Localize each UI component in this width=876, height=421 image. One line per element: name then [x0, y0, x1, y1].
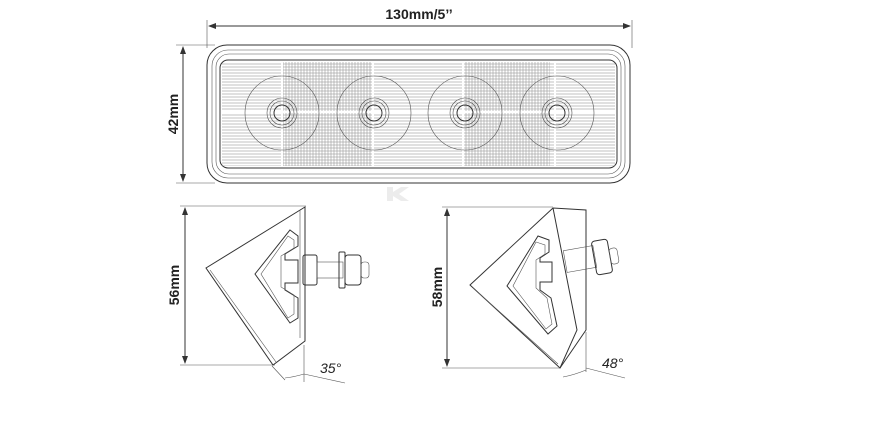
height-label: 42mm — [165, 94, 181, 134]
watermark-logo — [387, 187, 409, 201]
led-3 — [427, 75, 503, 151]
led-2 — [336, 75, 412, 151]
led-1 — [244, 75, 320, 151]
angle-label-right: 48° — [602, 355, 624, 371]
angle-label-left: 35° — [320, 360, 342, 376]
side-view-35: 56mm 35° — [166, 205, 370, 384]
front-view: 130mm/5’’ 42mm — [165, 6, 633, 184]
height-label-left: 56mm — [166, 265, 182, 305]
led-4 — [519, 75, 595, 151]
width-label: 130mm/5’’ — [385, 6, 452, 22]
lens — [219, 59, 618, 169]
side-view-48: 58mm 48° — [429, 206, 626, 379]
lamp-housing — [206, 44, 631, 184]
height-label-right: 58mm — [429, 267, 445, 307]
